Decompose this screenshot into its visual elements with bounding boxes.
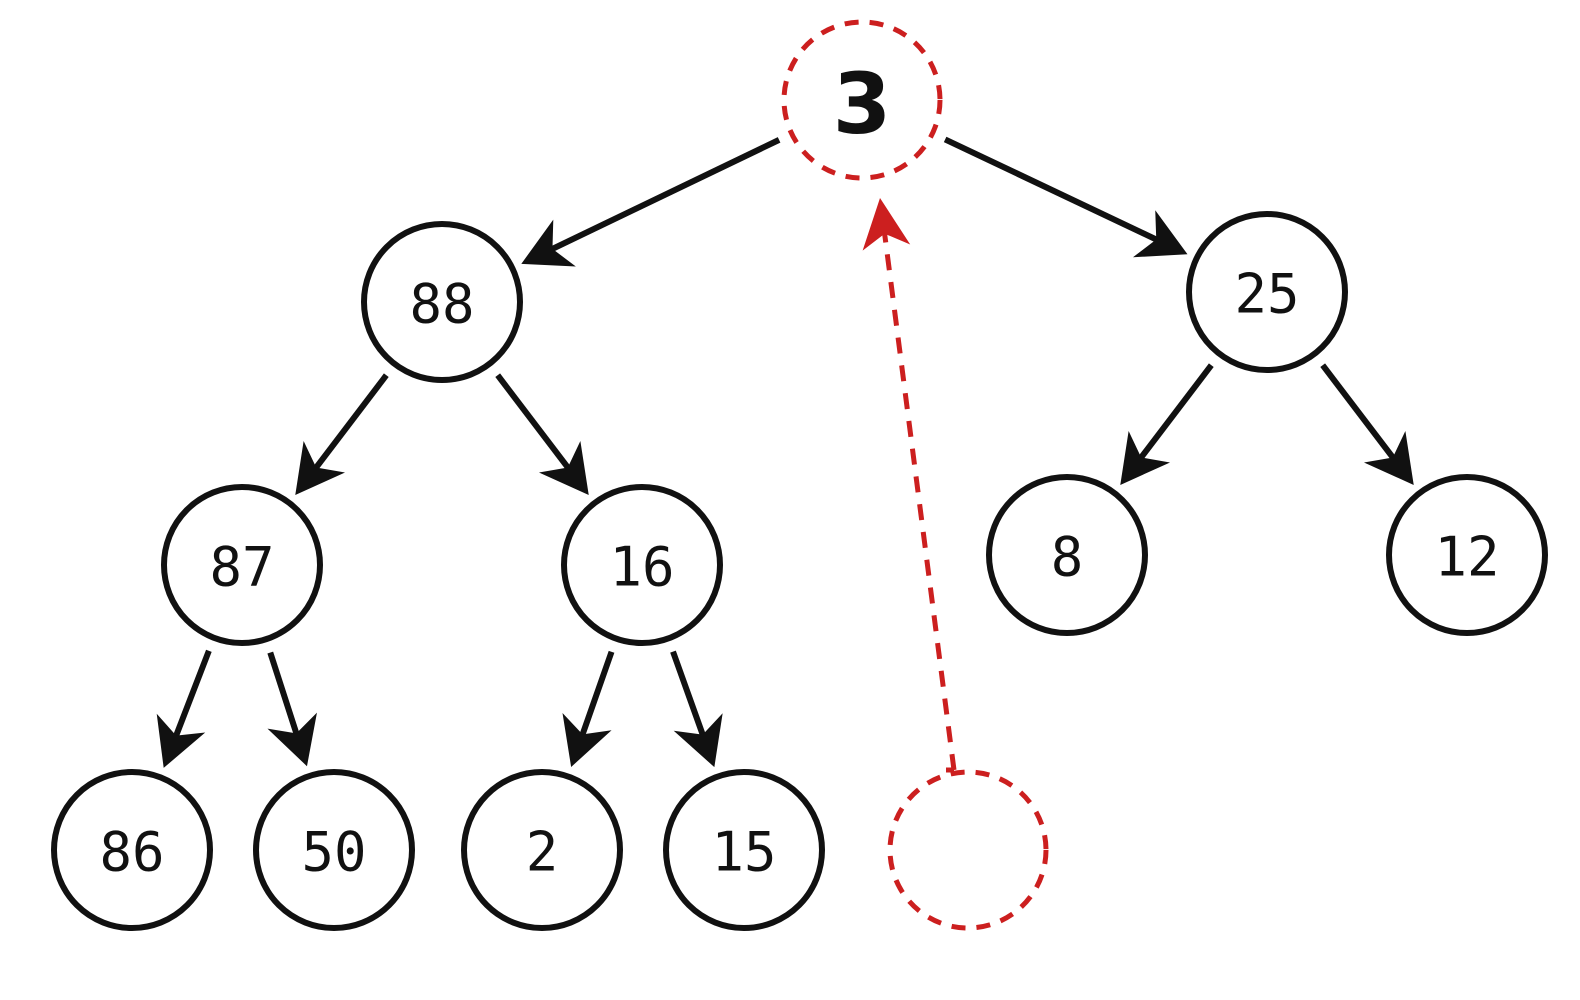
edge-n16-n15 — [670, 650, 711, 750]
node-88-label: 88 — [409, 273, 474, 336]
node-86-circle — [51, 769, 213, 931]
tree-edges — [156, 136, 1414, 768]
node-25-label: 25 — [1234, 263, 1299, 326]
node-87-label: 87 — [209, 536, 274, 599]
move-path — [862, 198, 957, 773]
node-88: 88 — [361, 221, 523, 383]
node-15: 15 — [663, 769, 825, 931]
node-88-circle — [361, 221, 523, 383]
move-path-line — [882, 232, 957, 773]
root-node-circle — [781, 19, 943, 181]
node-8-circle — [986, 474, 1148, 636]
edge-n88-n16 — [495, 373, 580, 481]
edge-arrowhead-n16-n2 — [562, 713, 612, 767]
edge-arrowhead-n25-n12 — [1363, 431, 1414, 485]
node-50-label: 50 — [301, 821, 366, 884]
node-25-circle — [1186, 211, 1348, 373]
edge-n88-n87 — [304, 373, 389, 481]
edge-n16-n2 — [574, 650, 615, 750]
node-16-label: 16 — [609, 536, 674, 599]
edge-root-n88 — [538, 137, 781, 258]
node-86: 86 — [51, 769, 213, 931]
node-2-circle — [461, 769, 623, 931]
edge-n25-n12 — [1320, 363, 1405, 471]
node-87: 87 — [161, 484, 323, 646]
edge-n25-n8 — [1129, 363, 1214, 471]
empty-slot-circle — [887, 769, 1049, 931]
node-25: 25 — [1186, 211, 1348, 373]
node-12-circle — [1386, 474, 1548, 636]
node-8-label: 8 — [1051, 526, 1084, 589]
node-2-label: 2 — [526, 821, 559, 884]
node-16-circle — [561, 484, 723, 646]
edge-arrowhead-n16-n15 — [673, 713, 723, 768]
node-2: 2 — [461, 769, 623, 931]
empty-slot — [887, 769, 1049, 931]
node-87-circle — [161, 484, 323, 646]
edge-n87-n50 — [267, 651, 304, 749]
root-node-label: 3 — [833, 55, 891, 153]
edge-arrowhead-n25-n8 — [1120, 431, 1171, 485]
edge-arrowhead-n87-n50 — [267, 712, 317, 767]
edge-arrowhead-n88-n87 — [295, 441, 346, 495]
node-16: 16 — [561, 484, 723, 646]
node-12-label: 12 — [1434, 526, 1499, 589]
node-15-label: 15 — [711, 821, 776, 884]
edge-n87-n86 — [168, 649, 212, 751]
edge-arrowhead-root-n88 — [521, 219, 576, 267]
edge-arrowhead-n87-n86 — [156, 713, 206, 768]
edge-arrowhead-n88-n16 — [538, 441, 589, 495]
node-50-circle — [253, 769, 415, 931]
node-15-circle — [663, 769, 825, 931]
node-8: 8 — [986, 474, 1148, 636]
edge-root-n25 — [943, 136, 1171, 249]
root-node: 3 — [781, 19, 943, 181]
node-12: 12 — [1386, 474, 1548, 636]
node-50: 50 — [253, 769, 415, 931]
edge-arrowhead-root-n25 — [1132, 210, 1188, 258]
move-path-arrowhead — [862, 198, 911, 251]
node-86-label: 86 — [99, 821, 164, 884]
